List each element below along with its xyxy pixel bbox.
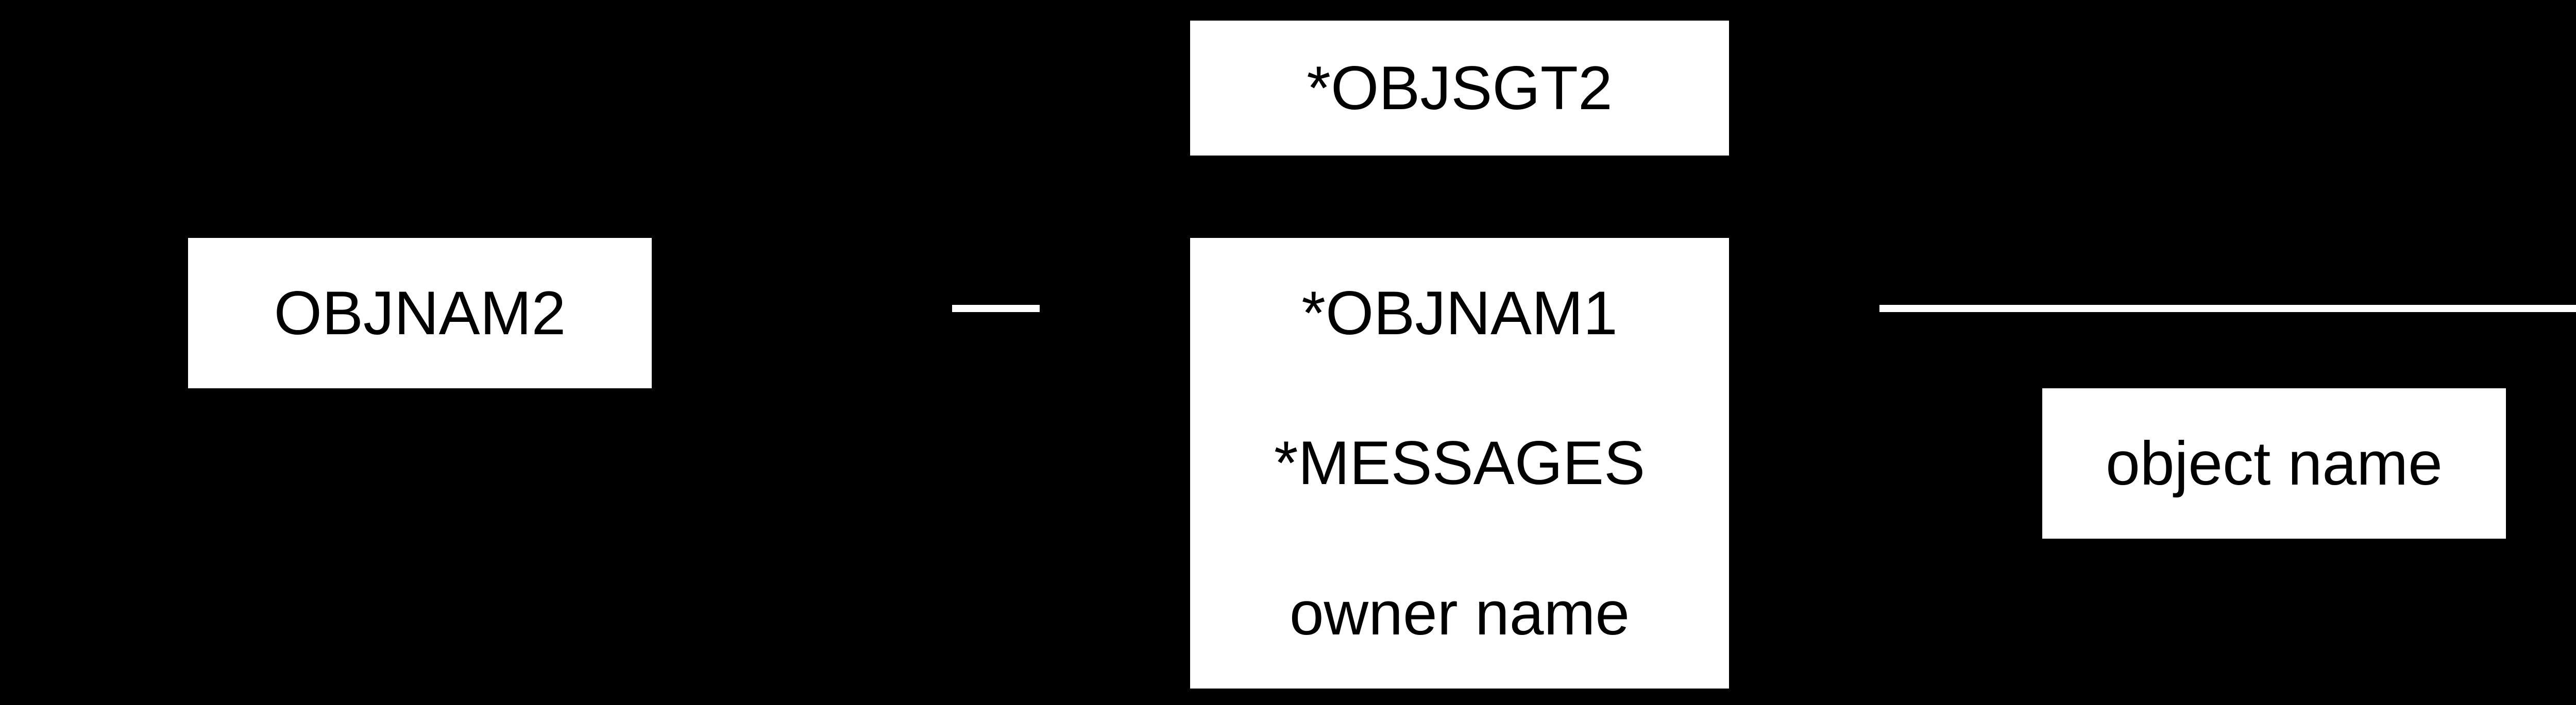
keyword-label-objnam2: OBJNAM2 — [274, 279, 566, 348]
choice-item-owner-name: owner name — [1289, 579, 1630, 648]
main-path-line — [1879, 305, 2576, 312]
keyword-box-object-name: object name — [2042, 388, 2506, 539]
choice-stack-box: *OBJNAM1 *MESSAGES owner name — [1190, 238, 1729, 689]
keyword-box-objnam2: OBJNAM2 — [188, 238, 652, 388]
choice-item-objnam1: *OBJNAM1 — [1301, 278, 1618, 348]
keyword-box-objsgt2: *OBJSGT2 — [1190, 21, 1729, 156]
choice-item-messages: *MESSAGES — [1274, 428, 1646, 498]
connector-dash — [952, 305, 1040, 312]
keyword-label-objsgt2: *OBJSGT2 — [1307, 54, 1613, 123]
keyword-label-object-name: object name — [2106, 429, 2443, 498]
